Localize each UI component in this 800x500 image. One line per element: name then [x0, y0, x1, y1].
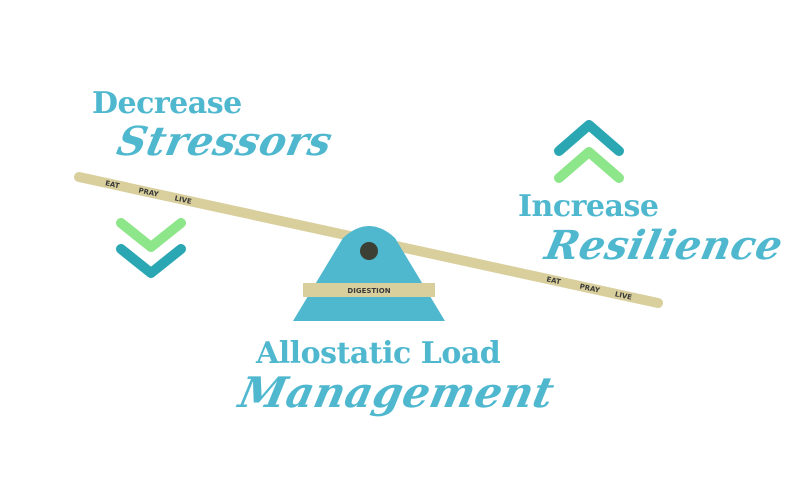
- increase-heading: Increase: [518, 189, 659, 224]
- left-plank-labels: EAT PRAY LIVE: [104, 179, 192, 206]
- management-heading: Management: [234, 368, 559, 417]
- plank-label-eat-right: EAT: [546, 275, 562, 286]
- right-plank-labels: EAT PRAY LIVE: [546, 275, 633, 301]
- fulcrum-band: [303, 283, 435, 297]
- pivot-circle: [360, 242, 378, 260]
- allostatic-load-heading: Allostatic Load: [256, 336, 501, 371]
- double-chevron-down-icon: [116, 218, 186, 278]
- plank-label-live-right: LIVE: [614, 290, 633, 302]
- plank-label-live-left: LIVE: [174, 194, 193, 206]
- plank-label-eat-left: EAT: [104, 179, 120, 190]
- fulcrum-triangle: [293, 226, 445, 321]
- fulcrum-label: DIGESTION: [347, 287, 390, 295]
- resilience-heading: Resilience: [541, 222, 788, 269]
- double-chevron-up-icon: [554, 120, 624, 183]
- stressors-heading: Stressors: [113, 118, 337, 165]
- decrease-heading: Decrease: [92, 86, 242, 121]
